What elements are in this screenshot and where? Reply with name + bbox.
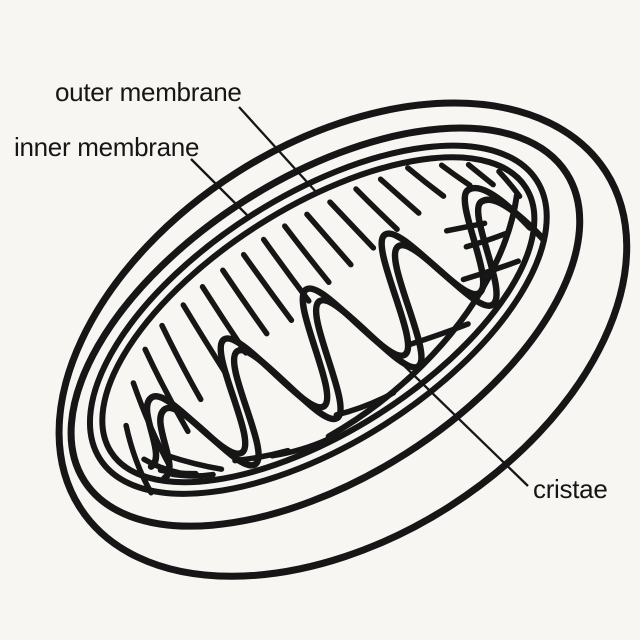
crista-stroke [260, 236, 312, 304]
crista-stroke [353, 186, 400, 233]
cristae-fold-bottom-sweep [325, 192, 520, 440]
cristae-leader-line [391, 353, 529, 487]
cristae-fold-lower-wall [157, 196, 547, 482]
cristae-label: cristae [533, 474, 607, 504]
crista-stroke [180, 302, 230, 379]
crista-stroke [443, 220, 488, 234]
inner-membrane-label: inner membrane [14, 132, 199, 162]
crista-stroke [142, 346, 191, 435]
crista-stroke [130, 380, 173, 470]
crista-stroke [496, 168, 523, 200]
labels: outer membrane inner membrane cristae [14, 77, 608, 504]
outer-membrane-label: outer membrane [55, 77, 242, 107]
inner-membrane-outer-contour [86, 142, 550, 497]
crista-stroke [465, 161, 496, 188]
crista-stroke [269, 436, 331, 459]
crista-stroke [304, 211, 354, 268]
outer-membrane-leader-line [238, 106, 318, 194]
crista-stroke [141, 456, 182, 476]
crista-stroke [460, 258, 521, 283]
crista-stroke [199, 284, 249, 356]
crista-stroke [165, 453, 225, 472]
leader-lines [190, 106, 529, 487]
organelle-body [55, 99, 631, 580]
crista-stroke [327, 199, 377, 251]
crista-stroke [282, 223, 332, 285]
crista-stroke [463, 230, 509, 250]
outer-membrane-contour [67, 124, 584, 530]
crista-stroke [407, 321, 471, 348]
crista-stroke [159, 322, 204, 403]
crista-stroke [405, 165, 447, 199]
matrix-crista-strokes [123, 161, 523, 496]
crista-stroke [123, 422, 154, 496]
crista-stroke [220, 267, 270, 337]
crista-stroke [438, 162, 473, 189]
crista-stroke [377, 176, 422, 216]
outer-rim-contour [55, 99, 631, 580]
crista-stroke [240, 251, 295, 324]
crista-stroke [333, 390, 397, 418]
inner-membrane-leader-line [190, 158, 251, 219]
inner-membrane-inner-contour [99, 154, 538, 486]
